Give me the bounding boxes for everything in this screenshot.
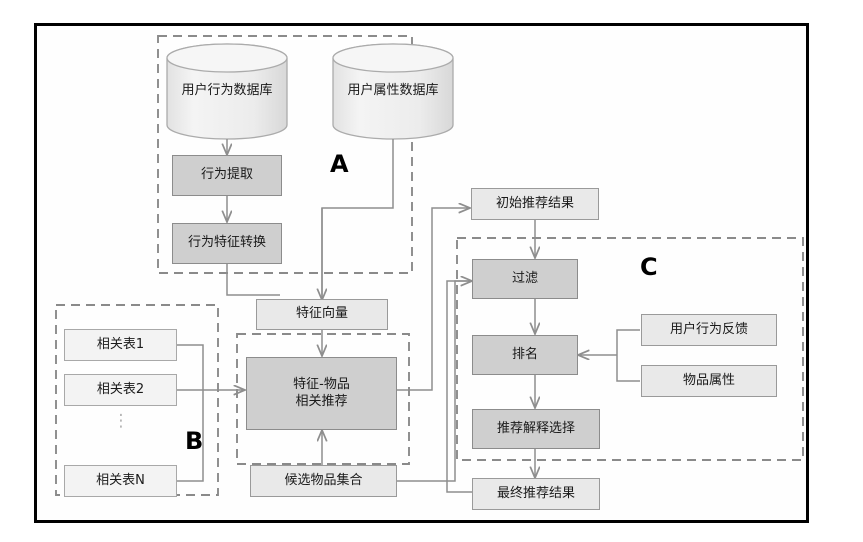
- node-behavior-feature-transform[interactable]: 行为特征转换: [172, 223, 282, 264]
- node-label: 相关表2: [96, 381, 145, 397]
- node-ranking[interactable]: 排名: [472, 335, 578, 375]
- node-behavior-extraction[interactable]: 行为提取: [172, 155, 282, 196]
- node-final-recommendation-result[interactable]: 最终推荐结果: [472, 478, 600, 510]
- datastore-user-behavior-db: 用户行为数据库: [167, 44, 287, 139]
- node-label: 推荐解释选择: [496, 420, 575, 436]
- node-label: 初始推荐结果: [495, 195, 574, 211]
- node-label: 最终推荐结果: [496, 485, 575, 501]
- group-label-b: B: [185, 427, 204, 455]
- node-label: 相关表1: [96, 336, 145, 352]
- node-feature-vector[interactable]: 特征向量: [256, 299, 388, 330]
- node-initial-recommendation-result[interactable]: 初始推荐结果: [471, 188, 599, 220]
- group-label-c: C: [640, 253, 658, 281]
- node-label: 行为提取: [200, 167, 253, 183]
- datastore-label: 用户属性数据库: [347, 83, 439, 99]
- node-filter[interactable]: 过滤: [472, 259, 578, 299]
- datastore-label: 用户行为数据库: [181, 83, 273, 99]
- node-item-attribute[interactable]: 物品属性: [641, 365, 777, 397]
- node-label: 排名: [511, 346, 538, 362]
- node-candidate-item-set[interactable]: 候选物品集合: [250, 465, 397, 497]
- node-related-table-1[interactable]: 相关表1: [64, 329, 177, 361]
- ellipsis-vertical: ⋮: [112, 411, 130, 431]
- node-related-table-2[interactable]: 相关表2: [64, 374, 177, 406]
- datastore-user-attribute-db: 用户属性数据库: [333, 44, 453, 139]
- node-feature-item-recommendation[interactable]: 特征-物品 相关推荐: [246, 357, 397, 430]
- node-label: 物品属性: [682, 372, 735, 388]
- node-label: 行为特征转换: [187, 235, 266, 251]
- node-related-table-n[interactable]: 相关表N: [64, 465, 177, 497]
- node-label: 过滤: [511, 270, 538, 286]
- node-label: 用户行为反馈: [669, 321, 748, 337]
- node-label: 相关表N: [96, 472, 145, 488]
- group-label-a: A: [330, 150, 349, 178]
- node-label-line-1: 特征-物品: [293, 377, 350, 393]
- node-label: 候选物品集合: [284, 472, 363, 488]
- node-user-behavior-feedback[interactable]: 用户行为反馈: [641, 314, 777, 346]
- node-recommendation-explanation-selection[interactable]: 推荐解释选择: [472, 409, 600, 449]
- node-label-line-2: 相关推荐: [295, 393, 348, 409]
- node-label: 特征向量: [295, 306, 348, 322]
